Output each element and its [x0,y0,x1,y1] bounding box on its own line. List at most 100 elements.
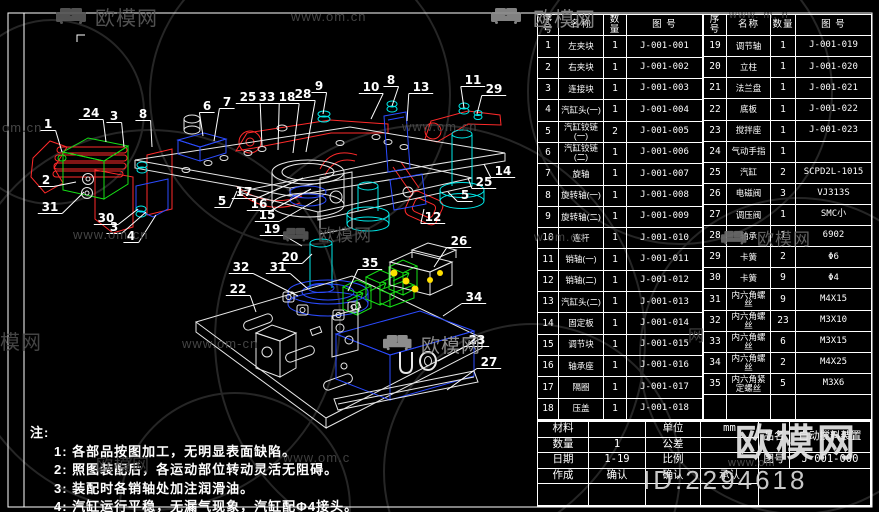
balloon-20: 20 [282,250,299,264]
parts-table-cell: J-001-019 [796,36,871,58]
balloon-27: 27 [481,355,498,369]
parts-table-cell: J-001-023 [796,121,871,142]
note-line: 1: 各部品按图加工，无明显表面缺陷。 [54,444,297,459]
parts-table-cell: M3X6 [796,374,871,395]
parts-table-cell: J-001-003 [627,79,702,101]
parts-table-cell [727,394,771,420]
parts-table-cell: J-001-017 [627,377,702,399]
parts-table-cell: 调压阀 [727,204,771,227]
balloon-11: 11 [465,73,482,87]
material-value [589,422,646,438]
balloon-10: 10 [363,80,380,94]
balloon-8: 8 [139,107,147,121]
parts-table-cell: 旋轴 [559,164,604,186]
parts-table-cell: 6902 [796,226,871,248]
parts-table-cell: J-001-005 [627,122,702,143]
balloon-14: 14 [495,164,512,178]
parts-table-cell: 压盖 [559,398,604,420]
unit-value: mm [701,422,759,438]
parts-table-cell: 26 [704,183,727,205]
note-line: 4: 汽缸运行平稳，无漏气现象，汽缸配Φ4接头。 [54,499,359,512]
balloon-26: 26 [451,234,468,248]
balloon-28: 28 [295,87,312,101]
parts-table-cell: 1 [604,57,627,79]
balloon-25: 25 [240,90,257,104]
material-label: 材料 [538,422,589,438]
pin-block-red [404,190,444,226]
parts-table-header: 名称 [727,15,771,37]
parts-table-cell: J-001-009 [627,207,702,229]
hinge-pin-white [81,114,414,199]
parts-table-cell: J-001-022 [796,99,871,121]
assembly-exploded-view [30,100,506,429]
assembly-notes: 注: 1: 各部品按图加工，无明显表面缺陷。 2: 照图装配后，各运动部位转动灵… [30,422,358,512]
balloon-32: 32 [233,260,250,274]
parts-table-cell [771,394,796,420]
parts-table-cell: 2 [604,121,627,143]
parts-table-cell: 13 [538,292,559,314]
parts-table-header: 图 号 [796,15,871,37]
scale-value [701,453,759,469]
parts-table-header: 序号 [538,15,559,37]
base-plate [194,275,484,429]
balloon-5: 5 [461,188,469,202]
parts-table-cell: 调节块 [559,334,604,357]
balloon-17: 17 [236,185,253,199]
parts-table-cell [796,142,871,163]
parts-table-header: 图 号 [627,15,702,37]
parts-table-cell: 汽缸 [727,162,771,184]
parts-table-cell: J-001-018 [627,399,702,420]
balloon-3: 3 [110,109,118,123]
parts-table-cell: 28 [704,226,727,248]
parts-table-cell: 销轴(一) [559,249,604,271]
balloon-2: 2 [42,173,50,187]
pneumatic-gripper-box [57,137,130,200]
parts-table-cell: 21 [704,78,727,100]
parts-table-cell: 1 [604,249,627,271]
parts-table-cell: 1 [604,334,627,357]
parts-table-cell: J-001-012 [627,271,702,293]
parts-table-cell: 2 [771,162,796,184]
parts-table-cell: 卡簧 [727,268,771,290]
balloon-31: 31 [270,260,287,274]
parts-table-cell: 1 [604,292,627,314]
parts-table-cell: 3 [538,78,559,101]
parts-table-cell: 连杆 [559,228,604,250]
parts-table-cell: M4X15 [796,289,871,311]
parts-table-header: 名称 [559,15,604,37]
balloon-19: 19 [264,222,281,236]
parts-table-cell: 25 [704,162,727,184]
parts-table-cell: M3X15 [796,332,871,353]
parts-table-cell: 1 [538,36,559,58]
parts-table-header: 数量 [771,15,796,37]
parts-table-cell: 汽缸铰链(二) [559,142,604,165]
parts-table-header: 序号 [704,15,727,37]
sheet-frame [7,12,873,508]
parts-table-cell [704,394,727,420]
parts-table-cell: 2 [771,352,796,374]
parts-table-cell: 固定板 [559,313,604,335]
tray-strip [333,370,479,411]
parts-table-cell: J-001-021 [796,78,871,100]
balloon-5: 5 [218,194,226,208]
balloon-13: 13 [413,80,430,94]
parts-table-cell: 33 [704,331,727,353]
parts-table-cell: 3 [771,183,796,205]
parts-table-cell: 内六角螺丝 [727,310,771,332]
parts-table-cell: 1 [771,57,796,79]
parts-table-cell: 轴承座 [559,356,604,378]
parts-table-cell: 5 [771,373,796,395]
balloon-35: 35 [362,256,379,270]
parts-table-cell: J-001-011 [627,249,702,271]
parts-table-cell: 内六角紧定螺丝 [727,373,771,395]
balloon-9: 9 [315,79,323,93]
parts-table-cell: Φ6 [796,247,871,269]
parts-table-cell: 汽缸头(一) [559,100,604,122]
parts-table-cell: 22 [704,99,727,121]
parts-table-cell: 6 [538,142,559,165]
confirm2-label: 确认 [646,468,701,484]
balloon-30: 30 [98,211,115,225]
parts-table-cell: J-001-001 [627,36,702,58]
